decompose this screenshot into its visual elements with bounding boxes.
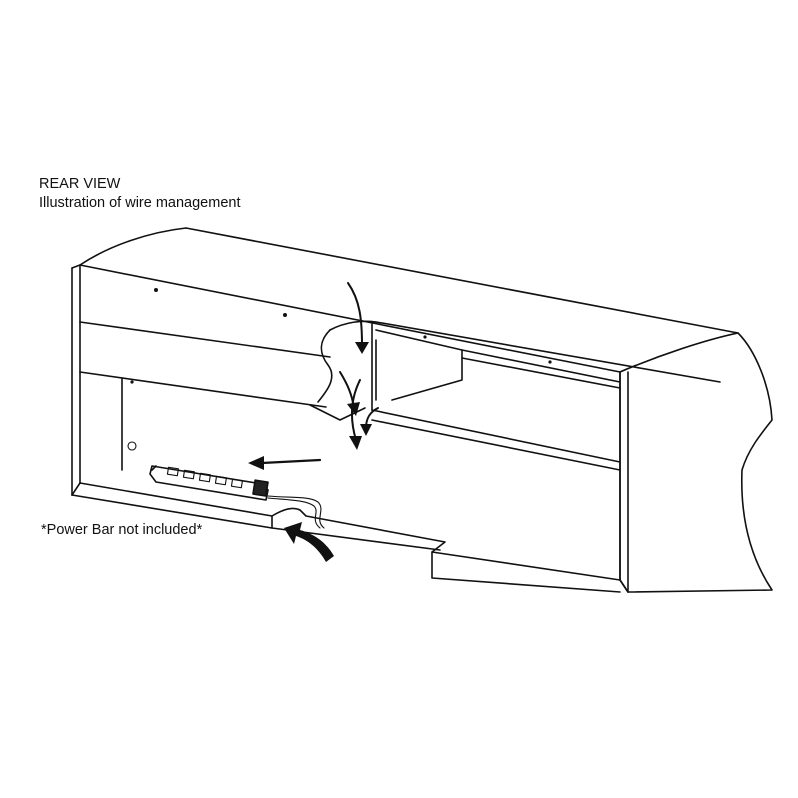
right-end-panel <box>619 332 773 593</box>
view-subtitle: Illustration of wire management <box>39 195 241 211</box>
wire-path-arrows <box>248 282 379 562</box>
power-bar <box>149 465 325 529</box>
shelf-insert <box>309 329 621 471</box>
bottom-shelf <box>71 482 629 593</box>
left-side-panel <box>71 264 137 496</box>
upper-back-panel <box>79 288 721 411</box>
cabinet-top <box>79 227 739 373</box>
power-bar-note: *Power Bar not included* <box>41 522 203 538</box>
figure-caption: REAR VIEW Illustration of wire managemen… <box>39 175 241 213</box>
view-title: REAR VIEW <box>39 176 121 192</box>
